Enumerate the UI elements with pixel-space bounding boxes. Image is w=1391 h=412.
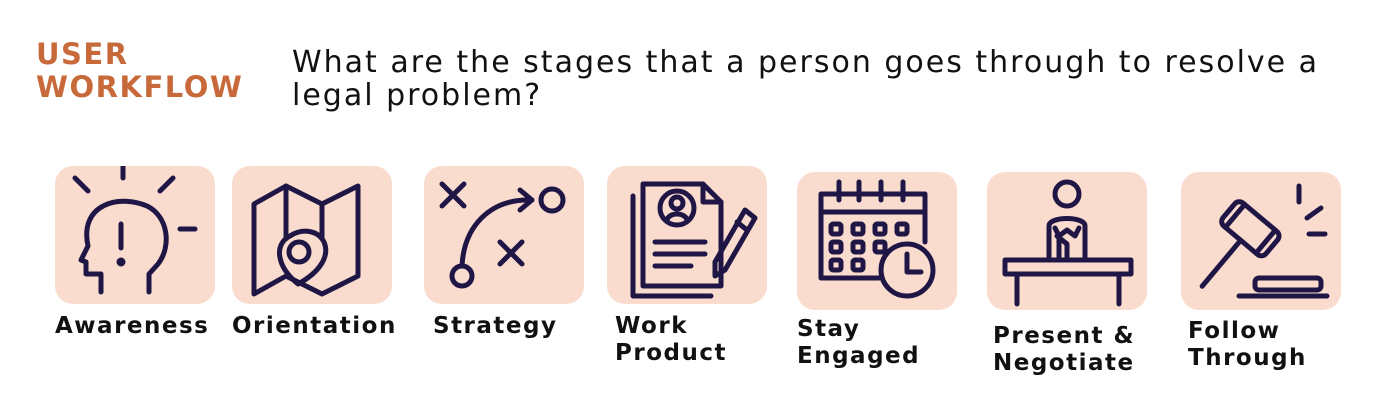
stage-stay-engaged-label-line1: Stay: [797, 316, 861, 342]
document-pencil-icon: [630, 181, 758, 299]
stage-orientation-label-line1: Orientation: [232, 313, 397, 339]
stage-follow-through-label-line2: Through: [1188, 345, 1307, 371]
stage-present-negotiate-tile: [987, 172, 1147, 310]
stage-work-product-label-line2: Product: [615, 340, 727, 366]
stage-awareness-label-line1: Awareness: [55, 313, 210, 339]
stage-strategy-label-line1: Strategy: [433, 313, 558, 339]
stage-stay-engaged-tile: [797, 172, 957, 310]
stage-stay-engaged-label: Stay Engaged: [797, 316, 920, 370]
stage-awareness-tile: [55, 166, 215, 304]
stage-follow-through-label: Follow Through: [1188, 318, 1307, 372]
stage-stay-engaged-label-line2: Engaged: [797, 343, 921, 369]
stage-present-negotiate-label: Present & Negotiate: [993, 323, 1135, 377]
stage-follow-through-tile: [1181, 172, 1341, 310]
brand-title: USER WORKFLOW: [36, 38, 243, 104]
map-pin-icon: [251, 183, 361, 297]
stage-work-product-label: Work Product: [615, 313, 727, 367]
stage-follow-through-label-line1: Follow: [1188, 318, 1281, 344]
stage-work-product-label-line1: Work: [615, 313, 688, 339]
calendar-clock-icon: [818, 179, 936, 299]
stage-strategy-tile: [424, 166, 584, 304]
stage-present-negotiate-label-line1: Present &: [993, 323, 1136, 349]
stage-orientation-label: Orientation: [232, 313, 397, 340]
brand-line-2: WORKFLOW: [36, 70, 244, 104]
head-alert-icon: [72, 166, 198, 295]
strategy-play-icon: [439, 181, 566, 289]
gavel-icon: [1199, 183, 1330, 299]
stage-present-negotiate-label-line2: Negotiate: [993, 350, 1135, 376]
workflow-question: What are the stages that a person goes t…: [292, 45, 1320, 113]
brand-line-1: USER: [36, 37, 129, 71]
stage-awareness-label: Awareness: [55, 313, 209, 340]
speaker-podium-icon: [1002, 179, 1134, 307]
stage-strategy-label: Strategy: [433, 313, 557, 340]
stage-orientation-tile: [232, 166, 392, 304]
stage-work-product-tile: [607, 166, 767, 304]
